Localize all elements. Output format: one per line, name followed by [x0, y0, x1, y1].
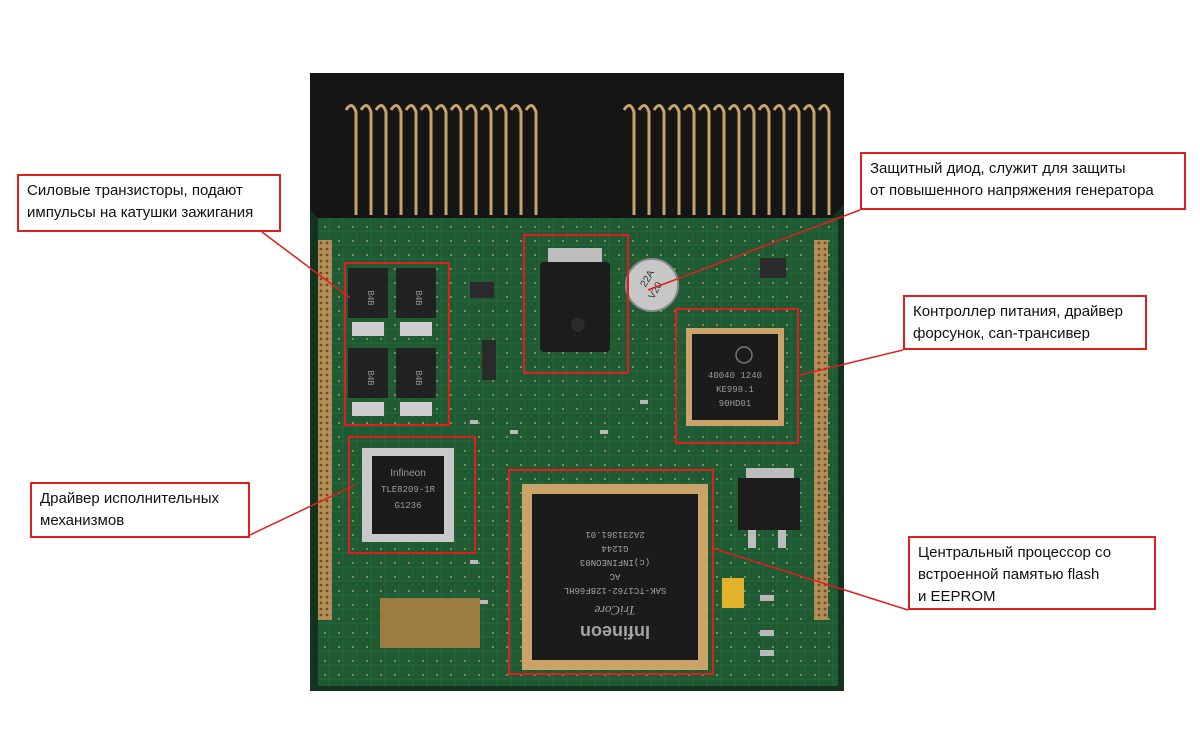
connector-pin [359, 104, 373, 215]
driver-marking-1: Infineon [390, 468, 426, 479]
pcb-edge-left [318, 240, 332, 620]
label-cpu-line-1: Центральный процессор со [918, 544, 1112, 561]
label-protective-diode-line-1: Защитный диод, служит для защиты [870, 160, 1126, 177]
connector-pins-right [622, 104, 831, 215]
label-power-transistors-line-1: Силовые транзисторы, подают [27, 182, 243, 199]
label-protective-diode-line-2: от повышенного напряжения генератора [870, 182, 1154, 199]
connector-pin [449, 104, 463, 215]
controller-marking-2: KE998.1 [716, 385, 754, 395]
highlight-boxes [344, 234, 799, 675]
leader-protective-diode [647, 209, 861, 291]
cpu-marking-5: (c)INFINEON03 [580, 557, 650, 567]
cpu-marking-4: AC [609, 571, 620, 581]
highlight-power-transistors [344, 262, 450, 426]
label-protective-diode: Защитный диод, служит для защиты от повы… [860, 152, 1186, 210]
connector-pin [667, 104, 681, 215]
highlight-protective-diode [523, 234, 629, 374]
connector-pin [712, 104, 726, 215]
cpu-marking-6: G1244 [601, 543, 628, 553]
driver-marking-3: G1236 [394, 501, 421, 511]
highlight-actuator-driver [348, 436, 476, 554]
connector-housing [310, 73, 844, 230]
smd-components [380, 258, 786, 656]
connector-pin [787, 104, 801, 215]
connector-pin [464, 104, 478, 215]
connector-pin [509, 104, 523, 215]
tantalum-capacitor [722, 578, 744, 608]
connector-pin [697, 104, 711, 215]
connector-pin [622, 104, 636, 215]
cpu-marking-3: SAK-TC1762-128F66HL [564, 585, 667, 595]
label-power-controller: Контроллер питания, драйвер форсунок, ca… [903, 295, 1147, 350]
connector-pin [802, 104, 816, 215]
leader-actuator-driver [249, 484, 356, 536]
controller-marking-1: 40040 1240 [708, 371, 762, 381]
connector-pins-left [344, 104, 538, 215]
leader-lines [249, 209, 909, 611]
transistor-marking-2: B4B [414, 290, 423, 305]
label-actuator-driver-line-2: механизмов [40, 512, 125, 529]
power-transistor-array: B4B B4B B4B B4B [348, 268, 436, 416]
capacitor: 22A V20 [625, 258, 679, 312]
cpu-marking-1: Infineon [580, 622, 650, 642]
highlight-power-controller [675, 308, 799, 444]
connector-pin [524, 104, 538, 215]
controller-marking-3: 90HD01 [719, 399, 751, 409]
cpu-marking-2: TriCore [594, 603, 635, 618]
transistor-marking-3: B4B [366, 370, 375, 385]
cpu-chip: Infineon TriCore SAK-TC1762-128F66HL AC … [522, 484, 708, 670]
connector-pin [682, 104, 696, 215]
connector-pin [652, 104, 666, 215]
voltage-regulator [738, 468, 800, 548]
leader-power-transistors [261, 231, 351, 299]
driver-marking-2: TLE8209-1R [381, 485, 436, 495]
power-controller-chip: 40040 1240 KE998.1 90HD01 [686, 328, 784, 426]
highlight-cpu [508, 469, 714, 675]
connector-pin [742, 104, 756, 215]
label-cpu-line-2: встроенной памятью flash [918, 566, 1100, 583]
connector-pin [479, 104, 493, 215]
ecu-board-photo: B4B B4B B4B B4B 22A V20 40040 1240 KE998… [310, 73, 844, 691]
label-power-controller-line-2: форсунок, can-трансивер [913, 325, 1090, 342]
connector-pin [344, 104, 358, 215]
transistor-marking-4: B4B [414, 370, 423, 385]
actuator-driver-chip: Infineon TLE8209-1R G1236 [362, 448, 454, 542]
transistor-marking-1: B4B [366, 290, 375, 305]
label-cpu: Центральный процессор со встроенной памя… [908, 536, 1156, 610]
connector-pin [637, 104, 651, 215]
label-cpu-line-3: и EEPROM [918, 588, 996, 605]
protective-diode-component [540, 248, 610, 352]
connector-pin [494, 104, 508, 215]
label-power-transistors: Силовые транзисторы, подают импульсы на … [17, 174, 281, 232]
connector-pin [727, 104, 741, 215]
connector-pin [772, 104, 786, 215]
leader-cpu [711, 547, 909, 611]
leader-power-controller [799, 349, 904, 376]
label-power-transistors-line-2: импульсы на катушки зажигания [27, 204, 254, 221]
pcb-edge-right [814, 240, 828, 620]
label-power-controller-line-1: Контроллер питания, драйвер [913, 303, 1123, 320]
connector-pin [374, 104, 388, 215]
connector-pin [817, 104, 831, 215]
connector-pin [434, 104, 448, 215]
label-actuator-driver-line-1: Драйвер исполнительных [40, 490, 219, 507]
connector-pin [389, 104, 403, 215]
connector-pin [404, 104, 418, 215]
cpu-marking-7: 2A231361.01 [585, 529, 644, 539]
label-actuator-driver: Драйвер исполнительных механизмов [30, 482, 250, 538]
connector-pin [419, 104, 433, 215]
connector-pin [757, 104, 771, 215]
